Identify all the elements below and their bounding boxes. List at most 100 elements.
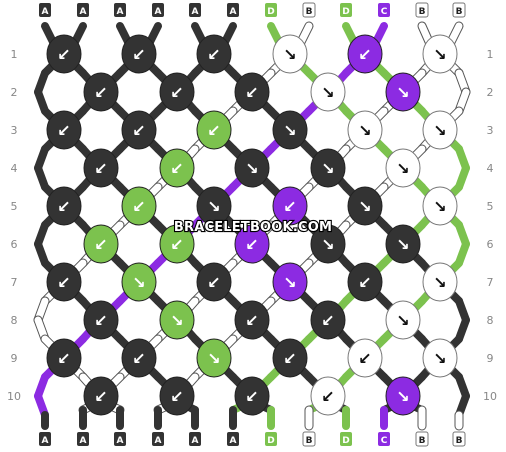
knot-4-4[interactable] xyxy=(310,148,346,188)
knot-arrow-icon: ↘ xyxy=(433,349,446,368)
strand-label-top: A xyxy=(80,7,87,17)
strand-label-bottom: D xyxy=(342,436,349,446)
knot-2-3[interactable] xyxy=(234,72,270,112)
strand-label-bottom-badge xyxy=(302,431,316,447)
knot-5-4[interactable] xyxy=(272,186,308,226)
strand-label-bottom-badge xyxy=(340,432,352,446)
knot-3-6[interactable] xyxy=(422,110,458,150)
knot-4-2[interactable] xyxy=(159,148,195,188)
strand-label-bottom-badge xyxy=(189,432,201,446)
knot-arrow-icon: ↘ xyxy=(358,197,371,216)
knot-arrow-icon: ↙ xyxy=(283,197,296,216)
strand-label-bottom: B xyxy=(456,436,463,446)
strand-label-top-badge xyxy=(152,3,164,17)
knot-6-5[interactable] xyxy=(385,224,421,264)
knot-arrow-icon: ↘ xyxy=(358,121,371,140)
knot-2-4[interactable] xyxy=(310,72,346,112)
knot-arrow-icon: ↘ xyxy=(433,45,446,64)
row-number-right: 4 xyxy=(487,162,494,175)
knot-7-5[interactable] xyxy=(347,262,383,302)
knot-1-5[interactable] xyxy=(347,34,383,74)
strand-label-bottom-badge xyxy=(114,432,126,446)
knot-arrow-icon: ↙ xyxy=(358,273,371,292)
knot-6-2[interactable] xyxy=(159,224,195,264)
knot-6-1[interactable] xyxy=(83,224,119,264)
knot-arrow-icon: ↙ xyxy=(170,387,183,406)
knot-8-2[interactable] xyxy=(159,300,195,340)
knot-5-5[interactable] xyxy=(347,186,383,226)
knot-3-4[interactable] xyxy=(272,110,308,150)
knot-arrow-icon: ↙ xyxy=(321,387,334,406)
knot-9-5[interactable] xyxy=(347,338,383,378)
knot-9-6[interactable] xyxy=(422,338,458,378)
knot-10-3[interactable] xyxy=(234,376,270,416)
strand-label-bottom-badge xyxy=(415,431,429,447)
strand-label-top: B xyxy=(306,7,313,17)
row-number-left: 6 xyxy=(11,238,18,251)
knot-5-1[interactable] xyxy=(46,186,82,226)
knot-7-3[interactable] xyxy=(196,262,232,302)
row-number-left: 7 xyxy=(11,276,18,289)
knot-arrow-icon: ↘ xyxy=(170,311,183,330)
knot-7-2[interactable] xyxy=(121,262,157,302)
knot-6-3[interactable] xyxy=(234,224,270,264)
knot-4-5[interactable] xyxy=(385,148,421,188)
knot-10-5[interactable] xyxy=(385,376,421,416)
strand-label-bottom-badge xyxy=(378,432,390,446)
knot-arrow-icon: ↘ xyxy=(396,387,409,406)
knot-4-3[interactable] xyxy=(234,148,270,188)
row-number-left: 9 xyxy=(11,352,18,365)
knot-9-2[interactable] xyxy=(121,338,157,378)
knot-arrow-icon: ↙ xyxy=(170,83,183,102)
row-number-left: 8 xyxy=(11,314,18,327)
knot-7-1[interactable] xyxy=(46,262,82,302)
knot-9-3[interactable] xyxy=(196,338,232,378)
knot-arrow-icon: ↘ xyxy=(321,83,334,102)
knot-10-4[interactable] xyxy=(310,376,346,416)
knot-2-1[interactable] xyxy=(83,72,119,112)
knot-arrow-icon: ↙ xyxy=(57,45,70,64)
knot-8-1[interactable] xyxy=(83,300,119,340)
row-number-right: 7 xyxy=(487,276,494,289)
knot-8-5[interactable] xyxy=(385,300,421,340)
knot-8-4[interactable] xyxy=(310,300,346,340)
knot-10-1[interactable] xyxy=(83,376,119,416)
knot-10-2[interactable] xyxy=(159,376,195,416)
knot-1-1[interactable] xyxy=(46,34,82,74)
knot-2-5[interactable] xyxy=(385,72,421,112)
knot-7-6[interactable] xyxy=(422,262,458,302)
knot-3-3[interactable] xyxy=(196,110,232,150)
knot-7-4[interactable] xyxy=(272,262,308,302)
knot-arrow-icon: ↙ xyxy=(94,235,107,254)
strand-label-top-badge xyxy=(340,3,352,17)
knot-arrow-icon: ↘ xyxy=(283,45,296,64)
knot-1-3[interactable] xyxy=(196,34,232,74)
knot-3-1[interactable] xyxy=(46,110,82,150)
knot-3-5[interactable] xyxy=(347,110,383,150)
knot-5-2[interactable] xyxy=(121,186,157,226)
knot-2-2[interactable] xyxy=(159,72,195,112)
knot-arrow-icon: ↙ xyxy=(245,387,258,406)
strand-label-top-badge xyxy=(452,2,466,18)
knot-1-4[interactable] xyxy=(272,34,308,74)
strand-label-top: D xyxy=(267,7,274,17)
knot-1-2[interactable] xyxy=(121,34,157,74)
knot-arrow-icon: ↘ xyxy=(396,83,409,102)
knot-8-3[interactable] xyxy=(234,300,270,340)
strand-label-bottom: A xyxy=(117,436,124,446)
knot-5-3[interactable] xyxy=(196,186,232,226)
knot-9-1[interactable] xyxy=(46,338,82,378)
row-number-left: 2 xyxy=(11,86,18,99)
strand-label-bottom: B xyxy=(419,436,426,446)
knot-3-2[interactable] xyxy=(121,110,157,150)
knot-5-6[interactable] xyxy=(422,186,458,226)
knot-6-4[interactable] xyxy=(310,224,346,264)
strand-label-bottom: C xyxy=(381,436,388,446)
knot-arrow-icon: ↙ xyxy=(132,45,145,64)
knot-1-6[interactable] xyxy=(422,34,458,74)
knot-9-4[interactable] xyxy=(272,338,308,378)
strand-label-bottom: A xyxy=(230,436,237,446)
knot-arrow-icon: ↘ xyxy=(396,159,409,178)
knot-4-1[interactable] xyxy=(83,148,119,188)
